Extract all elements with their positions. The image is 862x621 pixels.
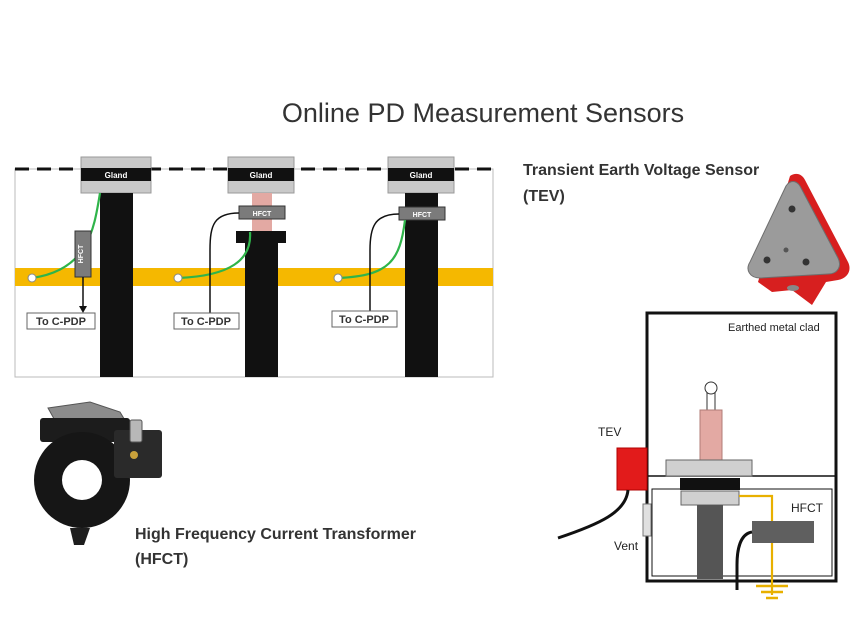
cable-unit-2: Gland HFCT To C-PDP	[173, 156, 295, 377]
gland-label: Gland	[250, 171, 273, 180]
to-cpdp-box	[173, 312, 240, 330]
hfct-label: HFCT	[413, 212, 432, 219]
page-title: Online PD Measurement Sensors	[282, 98, 684, 128]
tev-screw	[802, 258, 810, 266]
gland-label-bar	[81, 168, 151, 181]
cable	[405, 193, 438, 377]
terminal-lug-eye	[704, 381, 718, 395]
gland-label: Gland	[105, 171, 128, 180]
vent-label: Vent	[614, 539, 639, 553]
cable-unit-3: Gland HFCT To C-PDP	[331, 156, 455, 377]
earth-point	[333, 273, 343, 283]
signal-lead	[209, 212, 240, 314]
enclosure-label: Earthed metal clad	[728, 322, 820, 334]
tev-signal-cable	[557, 489, 630, 540]
switchgear-diagram: Earthed metal clad HFCT TEV Vent	[557, 311, 838, 600]
hfct-label: HFCT	[253, 211, 272, 218]
hfct-block	[752, 521, 814, 543]
hfct-upper-block	[40, 418, 130, 442]
cable-gland-lower	[680, 490, 740, 506]
hfct-bnc-connector	[129, 419, 143, 443]
to-cpdp-box	[26, 312, 96, 330]
earth-wire	[337, 219, 407, 280]
hfct-caption-line1: High Frequency Current Transformer	[135, 526, 416, 543]
terminal-pink	[699, 409, 723, 461]
tev-screw	[763, 256, 771, 264]
cable-collar	[236, 231, 286, 243]
tev-caption-line2: (TEV)	[523, 188, 565, 205]
earth-wire-yellow	[739, 494, 774, 595]
signal-arrow	[79, 306, 87, 313]
tev-screw	[788, 205, 796, 213]
hfct-bolt	[130, 451, 138, 459]
gland-label-bar	[388, 168, 454, 181]
tev-caption-line1: Transient Earth Voltage Sensor	[523, 162, 759, 179]
cable-unit-1: Gland HFCT To C-PDP	[26, 156, 152, 377]
hfct-label: HFCT	[78, 244, 85, 263]
tev-magnet-foot	[787, 285, 799, 291]
earth-point	[27, 273, 37, 283]
to-cpdp-label: To C-PDP	[339, 314, 389, 326]
tev-sensor-image	[747, 173, 850, 305]
hfct-cabinet-label: HFCT	[791, 501, 824, 515]
signal-lead	[369, 213, 400, 312]
hfct-caption-line2: (HFCT)	[135, 551, 188, 568]
gland-label: Gland	[410, 171, 433, 180]
tev-grey-face	[747, 181, 841, 279]
vent	[642, 503, 652, 537]
hfct-sensor-image	[34, 401, 162, 545]
cable-schematic: Gland HFCT To C-PDP Gland HFCT To C	[14, 156, 494, 378]
bushing-black	[680, 478, 740, 490]
earth-wire	[177, 231, 252, 280]
tev-label: TEV	[598, 425, 621, 439]
gland-label-bar	[228, 168, 294, 181]
hfct-terminal-box	[114, 430, 162, 478]
cable	[100, 193, 133, 377]
cable-core	[697, 505, 723, 579]
hfct-core-ring	[34, 432, 130, 528]
hfct-signal-cable	[735, 530, 753, 590]
earth-point	[173, 273, 183, 283]
bushing-plate	[665, 459, 753, 477]
inner-chamber	[651, 488, 833, 577]
terminal-lug-stem	[706, 391, 716, 411]
to-cpdp-label: To C-PDP	[36, 316, 86, 328]
tev-screw	[783, 247, 789, 253]
cable	[245, 243, 278, 377]
to-cpdp-box	[331, 310, 398, 328]
tev-box	[616, 447, 648, 491]
hfct-lower-tab	[70, 528, 90, 545]
to-cpdp-label: To C-PDP	[181, 316, 231, 328]
